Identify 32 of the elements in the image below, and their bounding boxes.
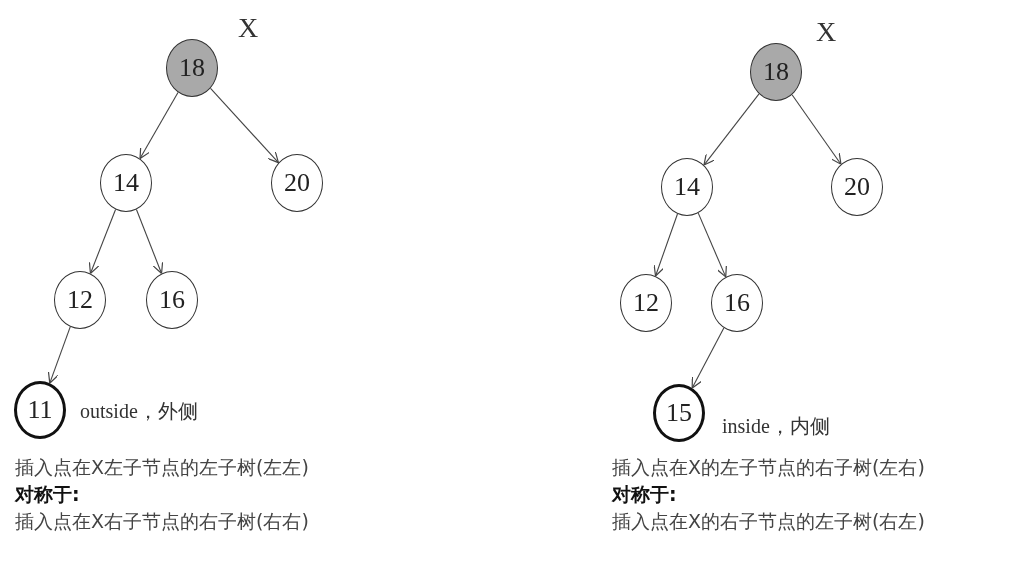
inserted-node-circle: 11 (14, 381, 66, 439)
tree-node-circle: 16 (146, 271, 198, 329)
arrow (210, 87, 280, 164)
node-caption: X (238, 12, 259, 44)
arrow (697, 212, 727, 278)
node-caption: inside，内侧 (722, 414, 830, 439)
tree-node-circle: 14 (661, 158, 713, 216)
arrow (139, 91, 179, 160)
description-text: 对称于: (612, 482, 677, 507)
arrow (653, 213, 678, 277)
tree-node-circle: 12 (54, 271, 106, 329)
root-node-circle: 18 (166, 39, 218, 97)
tree-node-circle: 20 (271, 154, 323, 212)
tree-node-circle: 12 (620, 274, 672, 332)
node-caption: X (816, 16, 837, 48)
arrow (691, 327, 725, 389)
description-text: 插入点在X的左子节点的右子树(左右) (612, 455, 925, 480)
root-node-circle: 18 (750, 43, 802, 101)
description-text: 插入点在X左子节点的左子树(左左) (15, 455, 309, 480)
description-text: 插入点在X右子节点的右子树(右右) (15, 509, 309, 534)
inserted-node-circle: 15 (653, 384, 705, 442)
description-text: 插入点在X的右子节点的左子树(右左) (612, 509, 925, 534)
node-caption: outside，外侧 (80, 399, 198, 424)
arrow (88, 209, 117, 275)
arrow (703, 93, 760, 166)
tree-node-circle: 20 (831, 158, 883, 216)
arrow (47, 326, 71, 384)
arrow (791, 94, 842, 165)
tree-node-circle: 14 (100, 154, 152, 212)
description-text: 对称于: (15, 482, 80, 507)
arrow (135, 209, 164, 275)
tree-node-circle: 16 (711, 274, 763, 332)
